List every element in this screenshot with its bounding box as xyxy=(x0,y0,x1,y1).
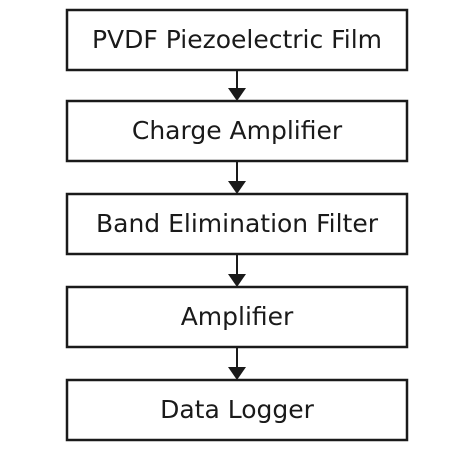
arrow-head-amplifier-to-data-logger xyxy=(228,367,246,380)
node-band-elimination-filter-box xyxy=(65,192,409,256)
node-amplifier-label: Amplifier xyxy=(181,302,294,331)
arrow-head-charge-amplifier-to-band-elimination-filter xyxy=(228,181,246,194)
node-band-elimination-filter: Band Elimination Filter xyxy=(65,192,409,256)
node-band-elimination-filter-label: Band Elimination Filter xyxy=(96,209,379,238)
node-charge-amplifier-label: Charge Amplifier xyxy=(132,116,343,145)
node-data-logger-box xyxy=(65,378,409,442)
node-pvdf-film-label: PVDF Piezoelectric Film xyxy=(92,25,382,54)
node-data-logger-label: Data Logger xyxy=(160,395,315,424)
connectors xyxy=(228,70,246,380)
node-amplifier: Amplifier xyxy=(65,285,409,349)
node-pvdf-film: PVDF Piezoelectric Film xyxy=(65,8,409,72)
node-charge-amplifier-box xyxy=(65,99,409,163)
node-data-logger: Data Logger xyxy=(65,378,409,442)
arrow-head-band-elimination-filter-to-amplifier xyxy=(228,274,246,287)
node-pvdf-film-box xyxy=(65,8,409,72)
arrow-head-pvdf-film-to-charge-amplifier xyxy=(228,88,246,101)
node-charge-amplifier: Charge Amplifier xyxy=(65,99,409,163)
node-amplifier-box xyxy=(65,285,409,349)
